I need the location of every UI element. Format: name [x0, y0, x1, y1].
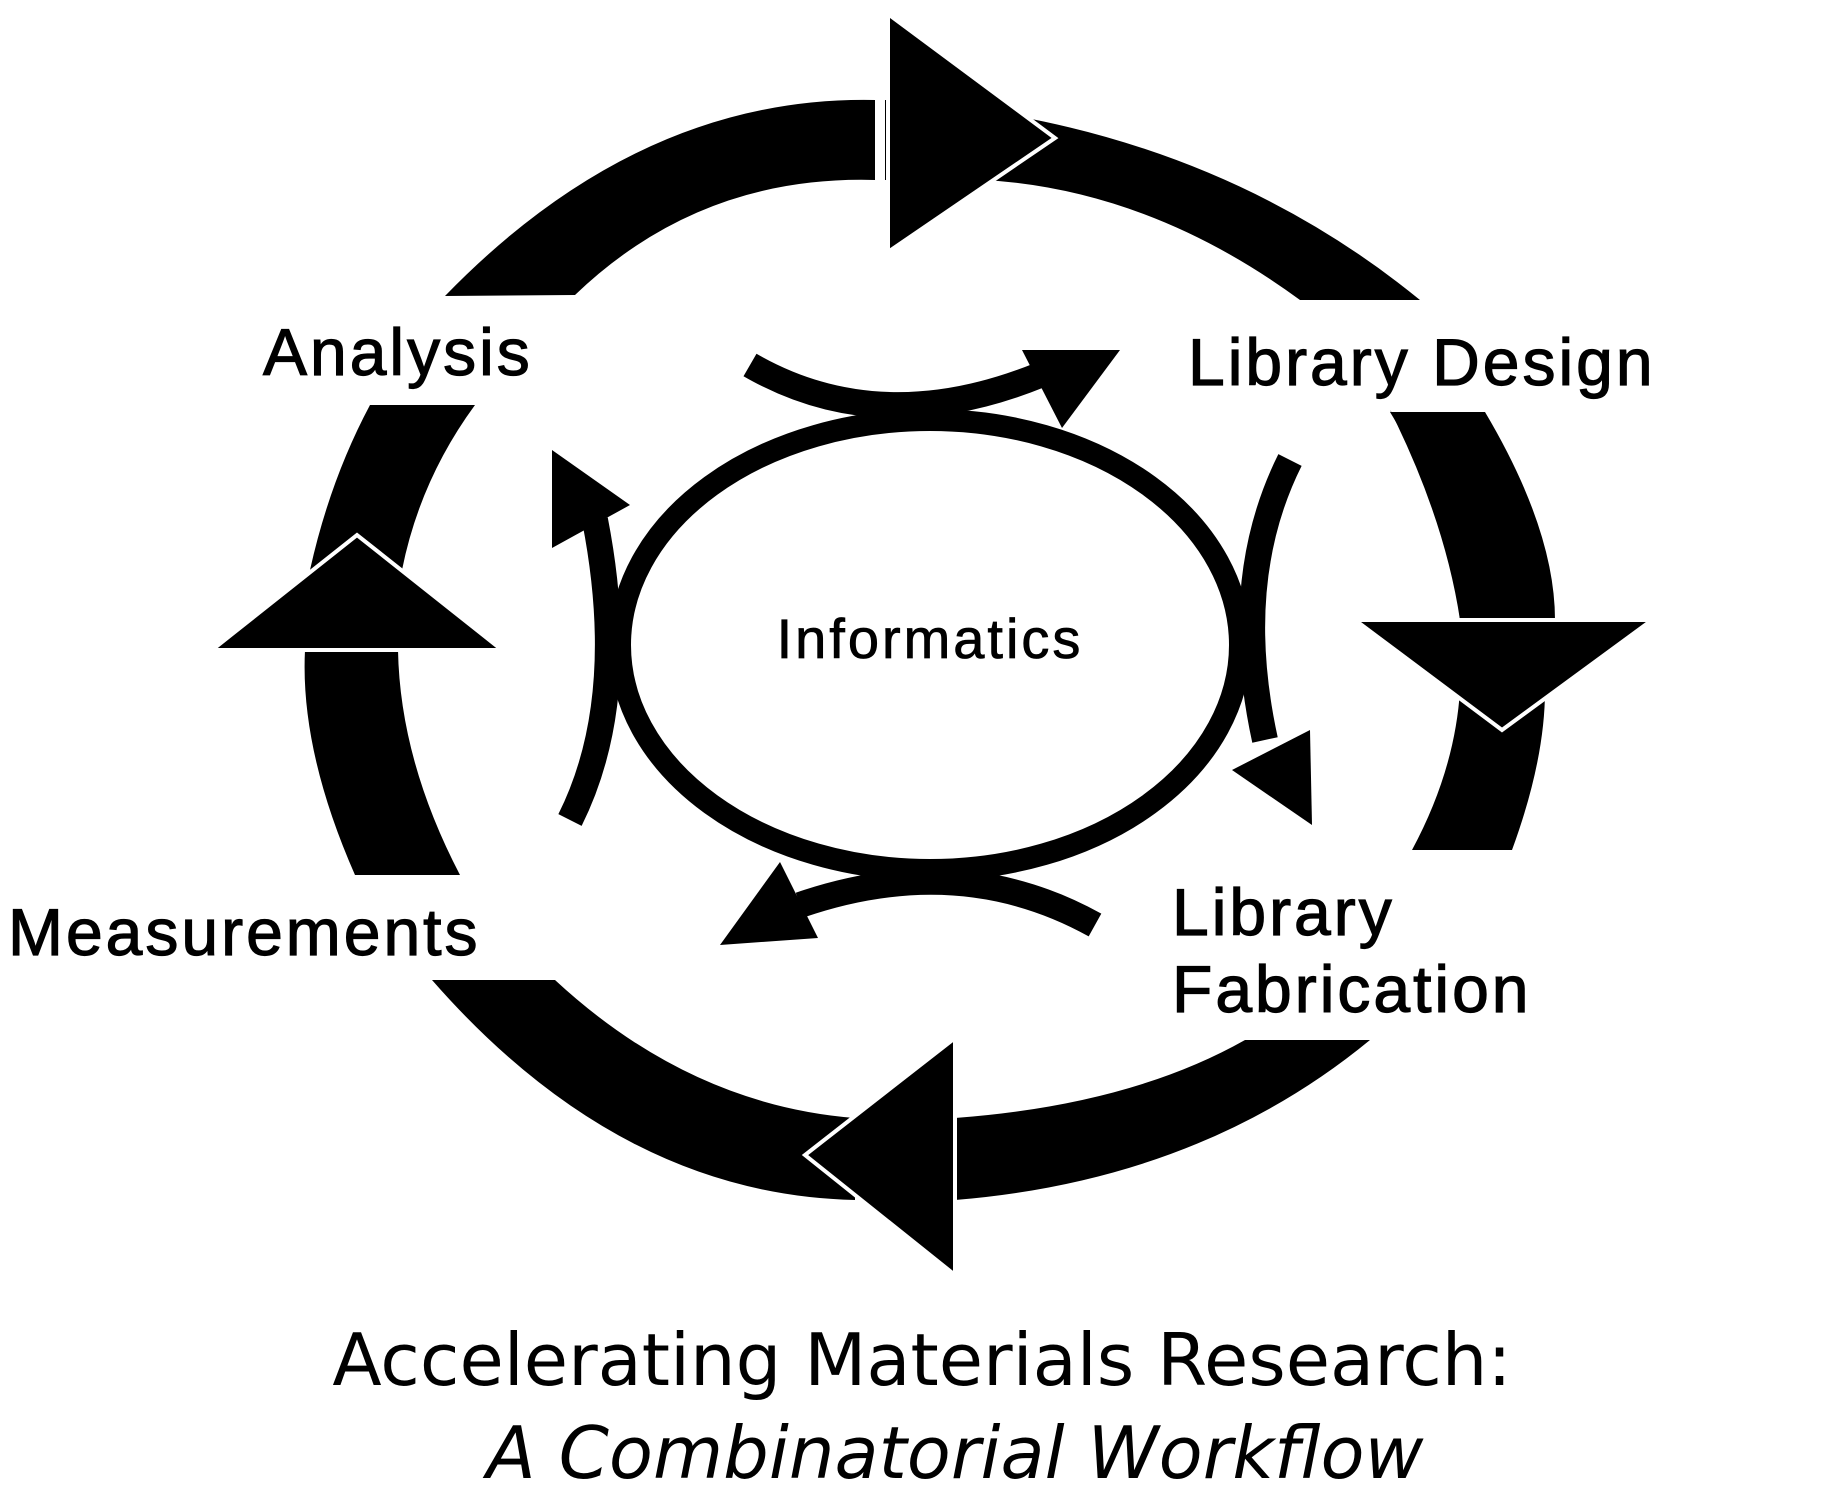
outer-arrowhead-right-icon [886, 10, 1059, 256]
inner-arrow-top [743, 350, 1120, 428]
outer-arrow-bottom [432, 980, 1370, 1280]
inner-arrowhead-right-icon [1232, 730, 1312, 825]
measurements-label: Measurements [8, 895, 481, 969]
caption-subtitle: A Combinatorial Workflow [483, 1411, 1424, 1485]
informatics-label: Informatics [777, 607, 1084, 670]
outer-arrowhead-up-icon [206, 532, 508, 652]
inner-arrow-left [552, 450, 630, 826]
outer-arrow-right [1348, 410, 1659, 850]
analysis-label: Analysis [263, 315, 533, 389]
outer-arrowhead-down-icon [1348, 618, 1659, 733]
inner-arrowhead-top-icon [1022, 350, 1120, 428]
outer-arrow-left [206, 405, 508, 875]
inner-arrowhead-left-icon [552, 450, 630, 548]
library-fabrication-label-line1: Library [1172, 875, 1395, 949]
caption-title: Accelerating Materials Research: [332, 1318, 1511, 1402]
inner-arrow-right [1232, 454, 1312, 825]
library-fabrication-label-line2: Fabrication [1172, 952, 1532, 1026]
inner-arrow-bottom [720, 862, 1102, 945]
library-design-label: Library Design [1188, 325, 1656, 399]
outer-arrowhead-left-icon [801, 1033, 957, 1280]
outer-arrow-top [445, 10, 1420, 300]
inner-arrowhead-bottom-icon [720, 862, 818, 945]
